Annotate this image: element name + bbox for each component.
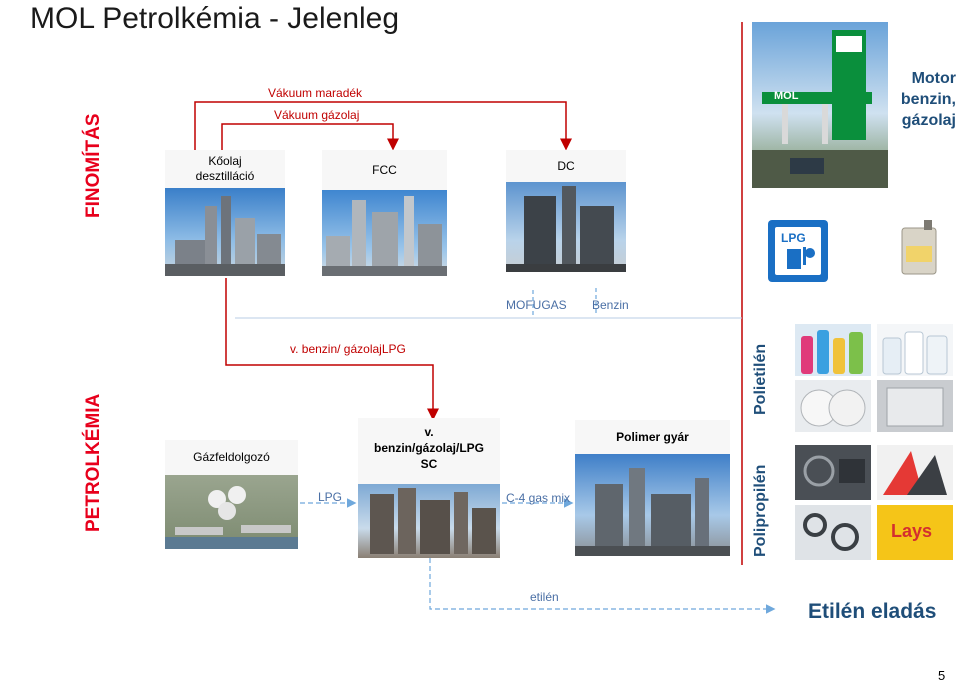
lpg-sign-icon: LPG	[768, 220, 828, 282]
polyethylene-label: Polietilén	[752, 343, 769, 415]
page-title: MOL Petrolkémia - Jelenleg	[30, 2, 400, 35]
vacuum-residue-line	[194, 101, 572, 151]
mofugas-label: MOFUGAS	[506, 298, 567, 312]
lays-logo: Lays	[891, 521, 933, 541]
crude-distillation-label: Kőolaj desztilláció	[165, 150, 285, 192]
bottles-photo	[795, 324, 871, 376]
film-rolls-photo	[795, 380, 871, 432]
ethylene-sale-label: Etilén eladás	[808, 600, 937, 623]
polymer-plant-photo	[575, 454, 730, 556]
c4-label: C-4 gas mix	[506, 491, 571, 505]
crude-distillation-photo	[165, 188, 285, 276]
gas-station-photo: MOL	[752, 22, 888, 188]
plastic-bag-photo	[877, 380, 953, 432]
vacuum-gasoil-line	[221, 123, 399, 151]
gas-processor-photo	[165, 475, 298, 549]
gasoline-lpg-line	[225, 278, 439, 421]
vacuum-gasoil-label: Vákuum gázolaj	[274, 108, 360, 122]
oil-canister-icon	[898, 218, 940, 276]
dc-label: DC	[506, 150, 626, 182]
car-interior-photo	[795, 445, 871, 500]
benzin-label: Benzin	[592, 298, 629, 312]
dc-photo	[506, 182, 626, 272]
page-number: 5	[938, 668, 946, 683]
chips-bag-photo: Lays	[877, 505, 953, 560]
motor-fuels-label: Motor benzin, gázolaj	[900, 70, 956, 129]
polymer-plant-label: Polimer gyár	[575, 420, 730, 454]
ethylene-label: etilén	[530, 590, 559, 604]
steam-cracker-label: v. benzin/gázolaj/LPG SC	[358, 418, 500, 484]
gas-processor-label: Gázfeldolgozó	[165, 440, 298, 475]
gasoline-lpg-label: v. benzin/ gázolajLPG	[290, 342, 406, 356]
fcc-photo	[322, 190, 447, 276]
containers-photo	[877, 324, 953, 376]
ethylene-line	[429, 558, 776, 614]
fcc-label: FCC	[322, 150, 447, 190]
mol-logo: MOL	[774, 90, 799, 102]
polypropylene-label: Polipropilén	[752, 464, 769, 557]
plastic-parts-photo	[795, 505, 871, 560]
lpg-label: LPG	[318, 490, 343, 504]
colored-sheets-photo	[877, 445, 953, 500]
steam-cracker-photo	[358, 484, 500, 558]
vacuum-residue-label: Vákuum maradék	[268, 86, 363, 100]
